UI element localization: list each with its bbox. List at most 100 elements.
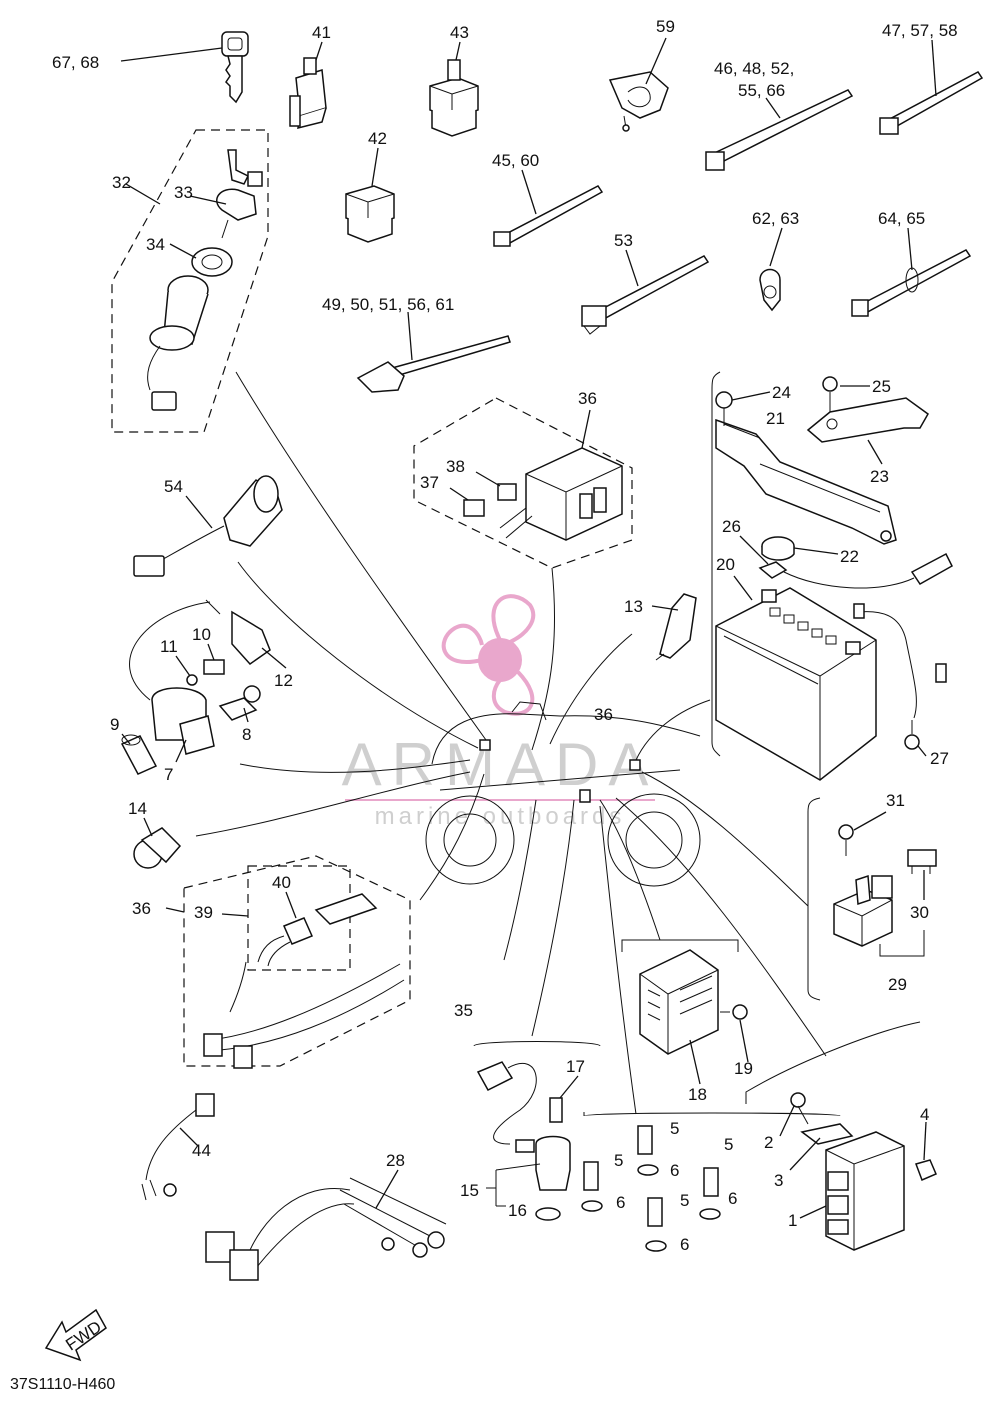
callout-21: 21	[766, 409, 785, 428]
starter-relay-29	[833, 824, 937, 947]
callout-1: 1	[788, 1211, 797, 1230]
cable-tie-47	[879, 71, 984, 135]
callout-3: 3	[774, 1171, 783, 1190]
battery-lead-27	[853, 603, 947, 750]
relay-42	[345, 185, 395, 243]
callout-34: 34	[146, 235, 165, 254]
watermark-brand: ARMADA	[342, 731, 659, 798]
fuse-box-36	[413, 397, 633, 569]
ignition-switch-32	[111, 129, 269, 433]
callout-53: 53	[614, 231, 633, 250]
drawing-number: 37S1110-H460	[10, 1376, 116, 1393]
bolts-5	[581, 1125, 721, 1252]
callout-29: 29	[888, 975, 907, 994]
battery-20	[715, 587, 877, 781]
callout-54: 54	[164, 477, 183, 496]
relay-43	[429, 59, 479, 137]
callout-15: 15	[460, 1181, 479, 1200]
ignition-coil-7	[129, 599, 271, 755]
callout-5-c: 5	[614, 1151, 623, 1170]
callout-35: 35	[454, 1001, 473, 1020]
battery-lead-26	[758, 552, 953, 589]
callout-19: 19	[734, 1059, 753, 1078]
callout-7: 7	[164, 765, 173, 784]
callout-11: 11	[160, 637, 178, 656]
callout-43: 43	[450, 23, 469, 42]
rectifier-18	[639, 949, 748, 1055]
callout-5-b: 5	[724, 1135, 733, 1154]
callout-45: 45, 60	[492, 151, 539, 170]
callout-6-a: 6	[670, 1161, 679, 1180]
callout-38: 38	[446, 457, 465, 476]
callout-27: 27	[930, 749, 949, 768]
lead-44	[141, 1093, 215, 1201]
callout-8: 8	[242, 725, 251, 744]
key-blank	[221, 31, 249, 104]
callout-40: 40	[272, 873, 291, 892]
clamp-59	[608, 71, 669, 132]
connector-41	[289, 57, 327, 130]
callout-18: 18	[688, 1085, 707, 1104]
callout-30: 30	[910, 903, 929, 922]
callout-4: 4	[920, 1105, 929, 1124]
damper-22	[761, 536, 795, 561]
bolt-25	[822, 376, 838, 420]
fwd-arrow-icon: FWD	[44, 1308, 107, 1362]
callout-37: 37	[420, 473, 439, 492]
switch-14	[133, 827, 182, 869]
callout-25: 25	[872, 377, 891, 396]
clip-62	[759, 268, 781, 312]
callout-59: 59	[656, 17, 675, 36]
callout-17: 17	[566, 1057, 585, 1076]
callout-39: 39	[194, 903, 213, 922]
sensor-13	[655, 593, 697, 661]
cable-tie-53	[581, 255, 710, 335]
sensor-15	[476, 1061, 571, 1221]
callout-31: 31	[886, 791, 905, 810]
callout-42: 42	[368, 129, 387, 148]
callout-36-mid: 36	[594, 705, 613, 724]
callout-16: 16	[508, 1201, 527, 1220]
callout-22: 22	[840, 547, 859, 566]
callout-62: 62, 63	[752, 209, 799, 228]
wire-harness-36	[183, 855, 411, 1069]
callout-9: 9	[110, 715, 119, 734]
callout-41: 41	[312, 23, 331, 42]
collar-9	[120, 734, 158, 775]
cable-tie-64	[851, 249, 972, 317]
callout-33: 33	[174, 183, 193, 202]
callout-5-a: 5	[670, 1119, 679, 1138]
cable-tie-49	[356, 335, 511, 393]
callout-6-c: 6	[728, 1189, 737, 1208]
callout-46: 46, 48, 52,	[714, 59, 794, 78]
callout-36-left: 36	[132, 899, 151, 918]
watermark-tagline: marine outboards	[375, 803, 626, 830]
callout-32: 32	[112, 173, 131, 192]
callout-5-d: 5	[680, 1191, 689, 1210]
callout-44: 44	[192, 1141, 211, 1160]
callout-49: 49, 50, 51, 56, 61	[322, 295, 454, 314]
callout-2: 2	[764, 1133, 773, 1152]
plate-23	[806, 397, 929, 443]
callout-labels: 67, 68 41 43 59 46, 48, 52, 55, 66 47, 5…	[52, 17, 958, 1254]
ecu-1	[790, 1092, 937, 1251]
callout-10: 10	[192, 625, 211, 644]
callout-28: 28	[386, 1151, 405, 1170]
battery-bracket-21	[715, 418, 897, 545]
propeller-logo	[441, 594, 536, 716]
power-socket-54	[133, 475, 283, 577]
cable-tie-45	[493, 185, 604, 247]
callout-12: 12	[274, 671, 293, 690]
callout-23: 23	[870, 467, 889, 486]
callout-55: 55, 66	[738, 81, 785, 100]
callout-47: 47, 57, 58	[882, 21, 958, 40]
callout-14: 14	[128, 799, 147, 818]
callout-67-68: 67, 68	[52, 53, 99, 72]
callout-24: 24	[772, 383, 791, 402]
wire-harness-28	[205, 1177, 447, 1281]
callout-26: 26	[722, 517, 741, 536]
callout-6-b: 6	[616, 1193, 625, 1212]
cable-tie-46	[705, 89, 854, 171]
callout-64: 64, 65	[878, 209, 925, 228]
